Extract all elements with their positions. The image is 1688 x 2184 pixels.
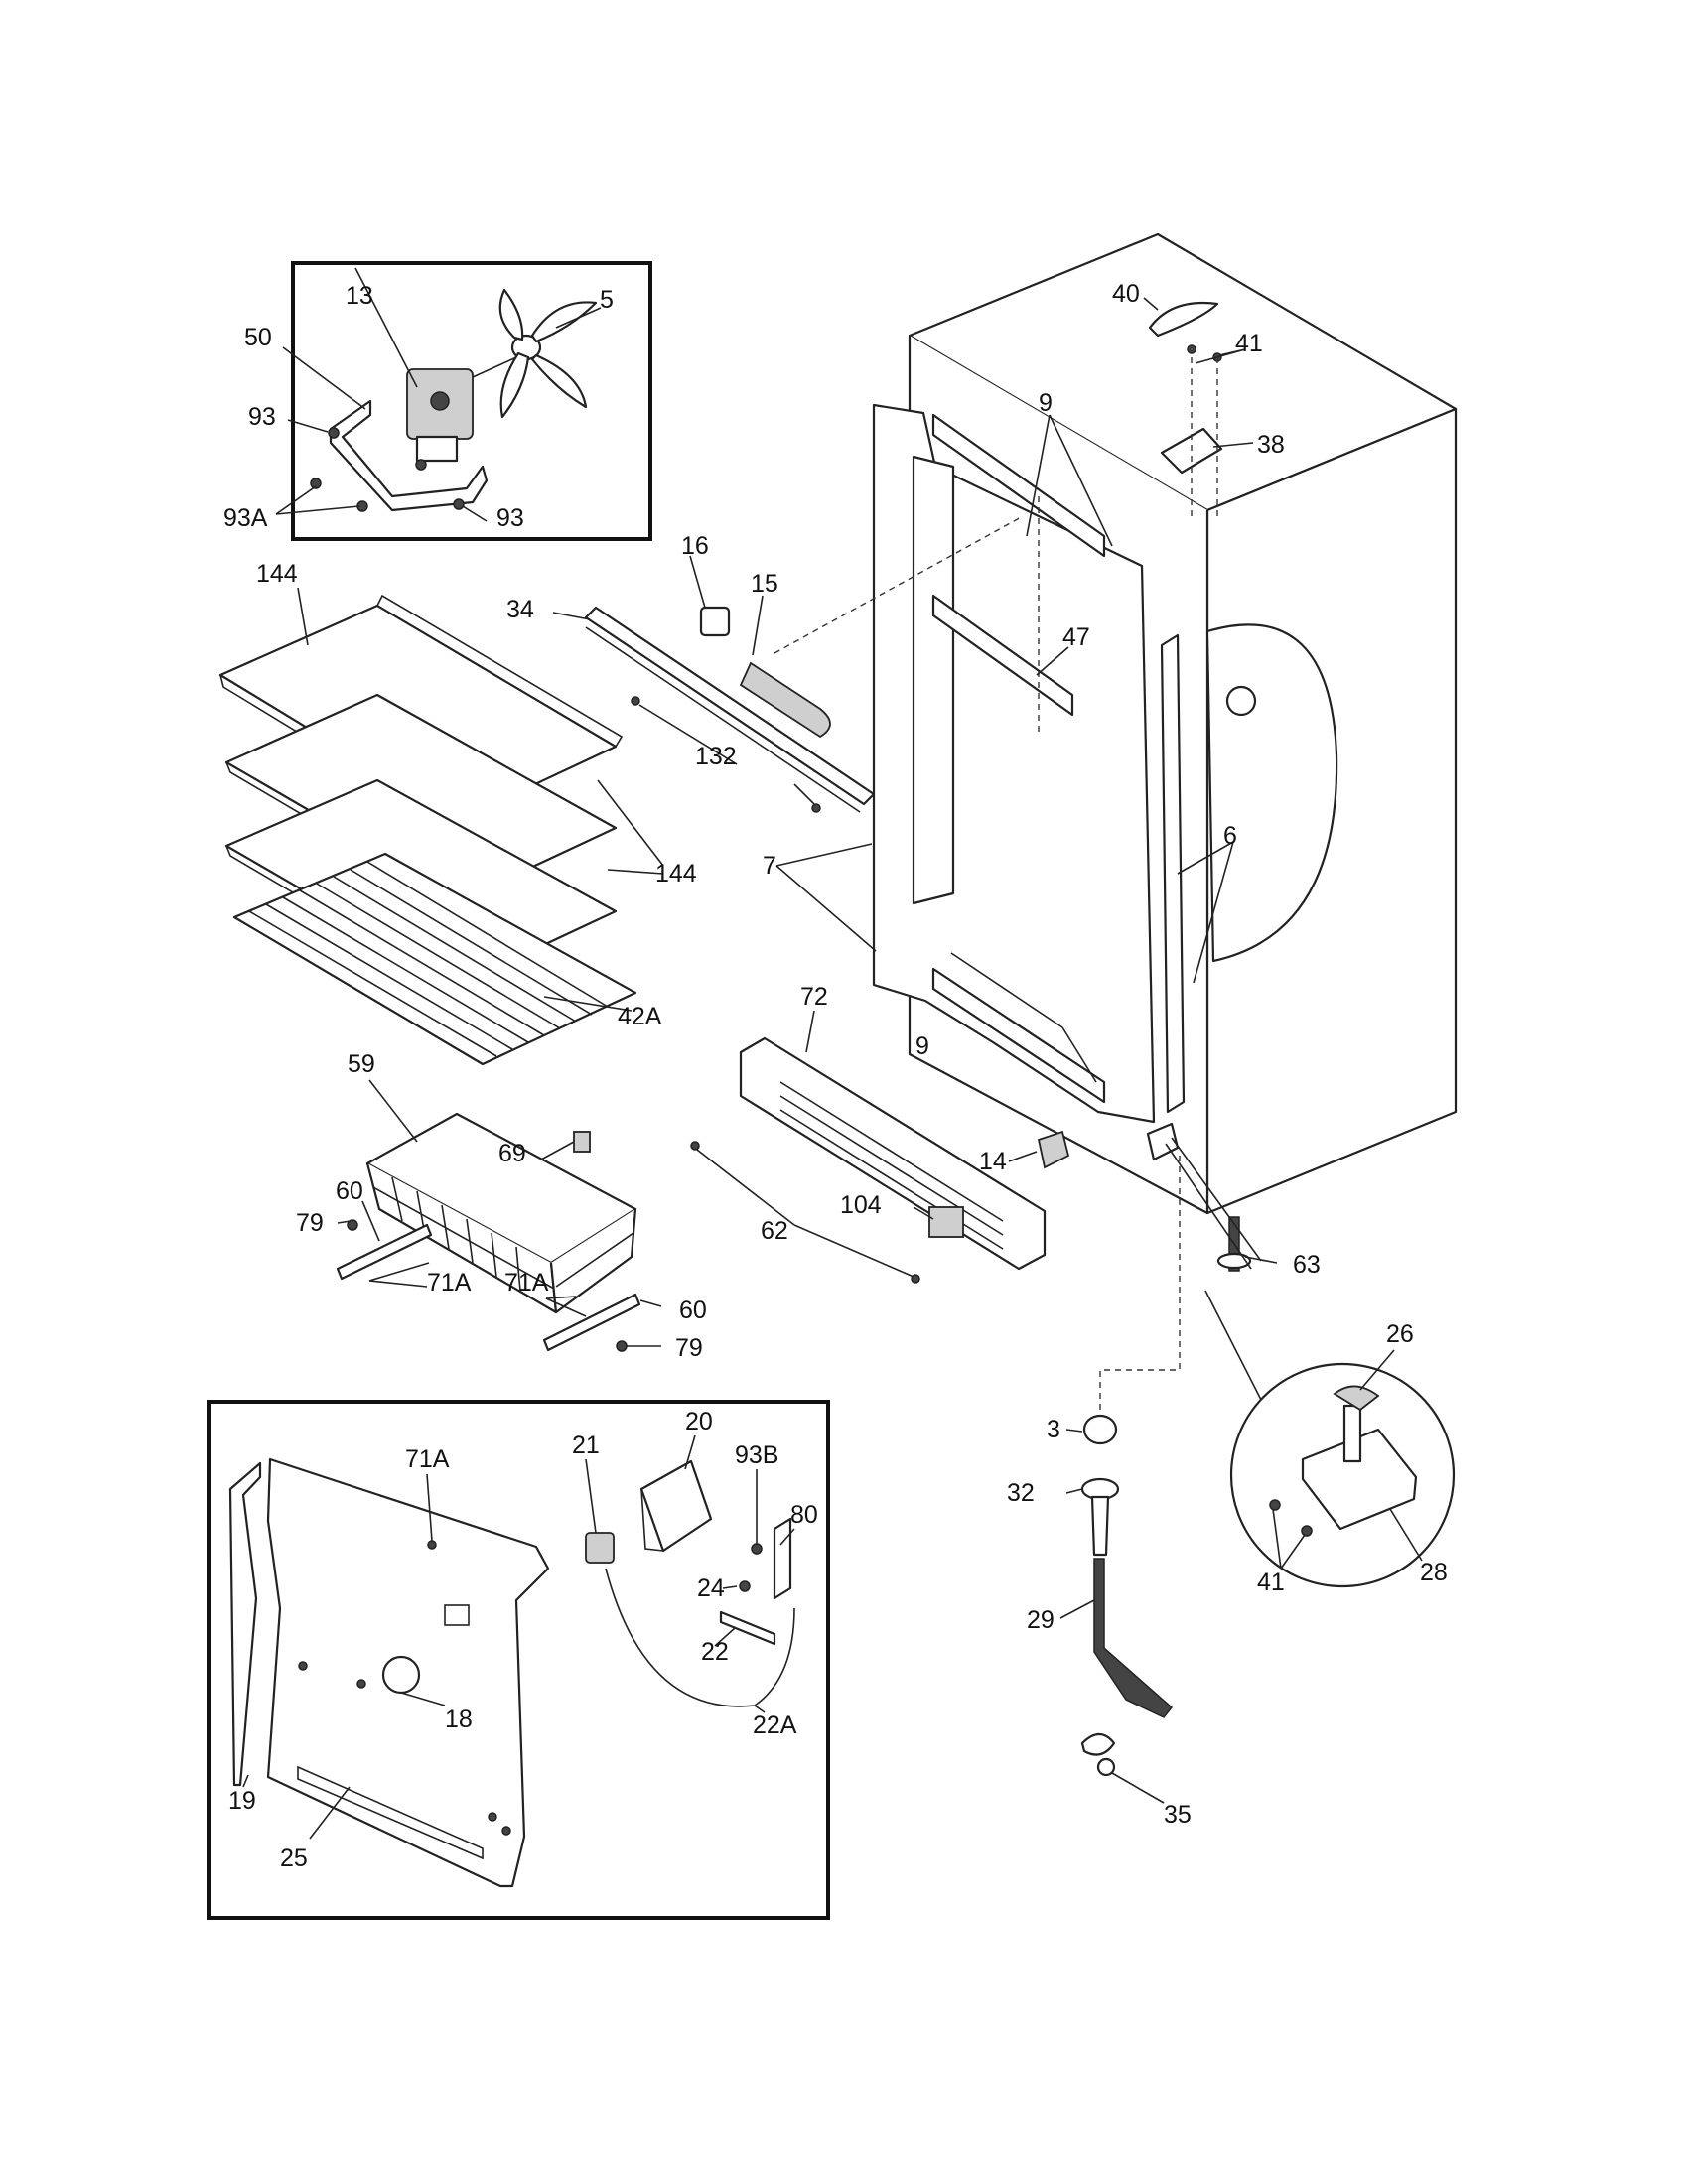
callout-26: 26	[1386, 1320, 1414, 1348]
leveling-leg-group	[1059, 1414, 1174, 1804]
callout-60: 60	[679, 1297, 707, 1324]
callout-14: 14	[979, 1148, 1007, 1175]
callout-6: 6	[1223, 822, 1237, 850]
callout-71A: 71A	[427, 1269, 472, 1297]
callout-93A: 93A	[223, 504, 268, 532]
callout-24: 24	[697, 1574, 725, 1602]
callout-7: 7	[763, 852, 776, 880]
callout-79: 79	[675, 1334, 703, 1362]
callout-144: 144	[655, 860, 697, 887]
callout-60: 60	[336, 1177, 363, 1205]
callout-25: 25	[280, 1844, 308, 1872]
hinge-detail	[1204, 1290, 1456, 1588]
callout-132: 132	[695, 743, 737, 770]
callout-5: 5	[600, 286, 614, 314]
callout-9: 9	[915, 1032, 929, 1060]
callout-104: 104	[840, 1191, 882, 1219]
evaporator-cover-inset	[207, 1400, 830, 1920]
callout-63: 63	[1293, 1251, 1321, 1279]
callout-41: 41	[1257, 1569, 1285, 1596]
callout-93B: 93B	[735, 1441, 778, 1469]
callout-144: 144	[256, 560, 298, 588]
callout-20: 20	[685, 1408, 713, 1435]
base-grille-group	[690, 1010, 1278, 1416]
callout-9: 9	[1039, 389, 1053, 417]
callout-42A: 42A	[618, 1003, 662, 1030]
callout-71A: 71A	[504, 1269, 549, 1297]
wire-shelf-rods	[248, 861, 609, 1057]
callout-40: 40	[1112, 280, 1140, 308]
callout-22A: 22A	[753, 1711, 797, 1739]
callout-71A: 71A	[405, 1445, 450, 1473]
callout-35: 35	[1164, 1801, 1192, 1829]
callout-34: 34	[506, 596, 534, 623]
basket-wires	[372, 1176, 634, 1292]
callout-15: 15	[751, 570, 778, 598]
callout-38: 38	[1257, 431, 1285, 459]
control-rail-group	[552, 555, 876, 813]
callout-62: 62	[761, 1217, 788, 1245]
callout-3: 3	[1047, 1416, 1060, 1443]
callout-79: 79	[296, 1209, 324, 1237]
callout-21: 21	[572, 1432, 600, 1459]
callout-28: 28	[1420, 1559, 1448, 1586]
callout-41: 41	[1235, 330, 1263, 357]
callout-18: 18	[445, 1706, 473, 1733]
callout-72: 72	[800, 983, 828, 1011]
callout-32: 32	[1007, 1479, 1035, 1507]
callout-47: 47	[1062, 623, 1090, 651]
callout-50: 50	[244, 324, 272, 351]
basket-group	[336, 1079, 662, 1352]
shelves-group	[218, 587, 664, 1066]
callout-16: 16	[681, 532, 709, 560]
freezer-cabinet	[774, 232, 1458, 1215]
callout-69: 69	[498, 1140, 526, 1167]
callout-59: 59	[348, 1050, 375, 1078]
callout-80: 80	[790, 1501, 818, 1529]
callout-93: 93	[496, 504, 524, 532]
callout-13: 13	[346, 282, 373, 310]
callouts: 13 5 50 93 93A 93 144 144 42A 16 15 34 1…	[223, 280, 1448, 1872]
callout-93: 93	[248, 403, 276, 431]
callout-19: 19	[228, 1787, 256, 1815]
fan-motor-inset	[275, 261, 652, 541]
callout-29: 29	[1027, 1606, 1055, 1634]
callout-22: 22	[701, 1638, 729, 1666]
